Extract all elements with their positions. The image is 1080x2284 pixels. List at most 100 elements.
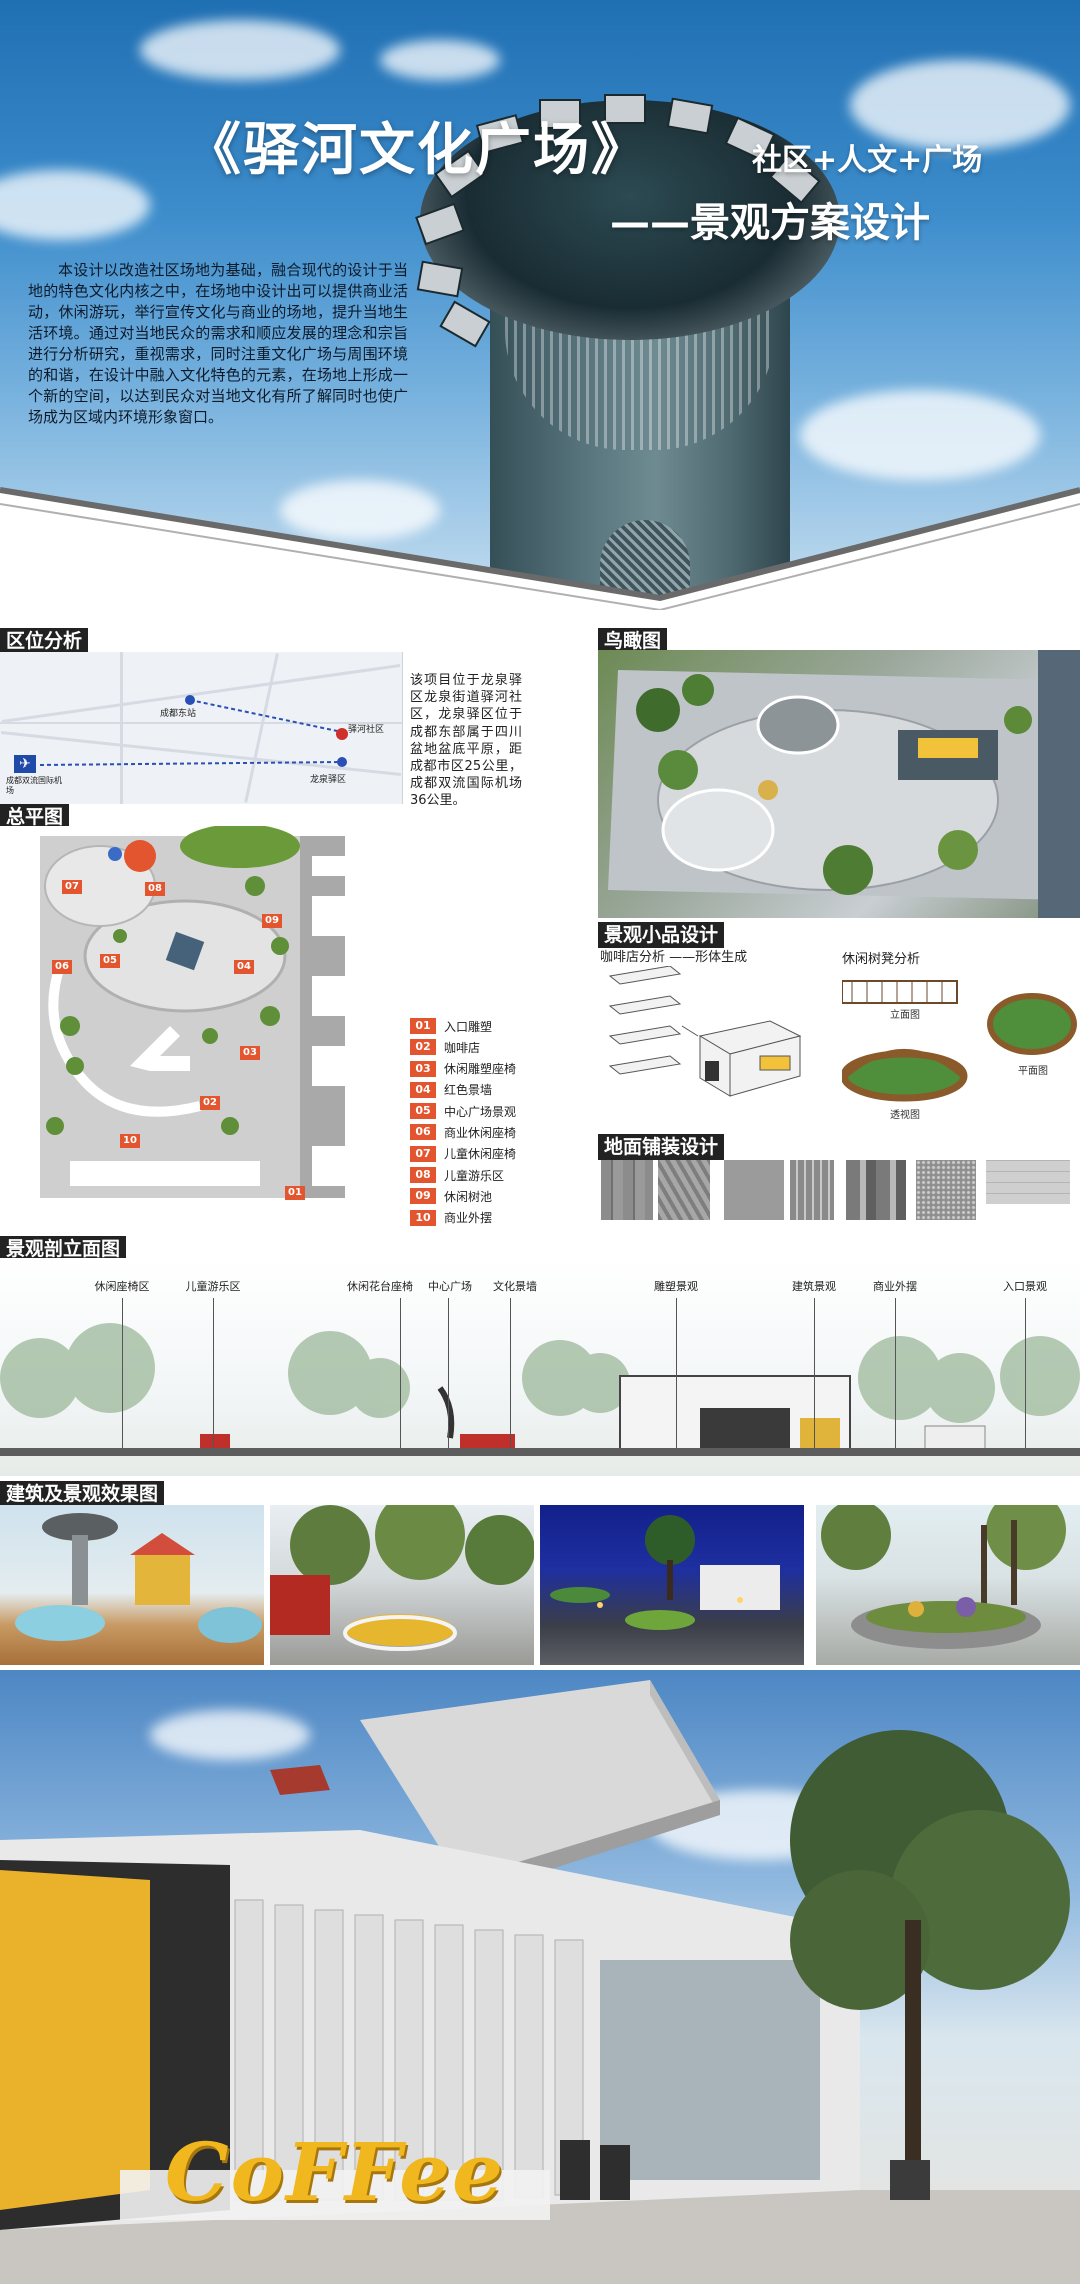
legend-label: 儿童游乐区 xyxy=(444,1168,505,1183)
legend-label: 儿童休闲座椅 xyxy=(444,1147,517,1162)
cafe-analysis-title: 咖啡店分析 ——形体生成 xyxy=(600,950,748,965)
legend-number: 01 xyxy=(410,1018,436,1034)
legend-number: 10 xyxy=(410,1209,436,1226)
plaza-render xyxy=(270,1505,534,1651)
elevation-label: 休闲花台座椅 xyxy=(347,1280,413,1293)
plan-tag-10: 10 xyxy=(120,1134,140,1148)
callout-line xyxy=(213,1298,214,1448)
section-label-furniture: 景观小品设计 xyxy=(598,922,725,948)
section-label-paving: 地面铺装设计 xyxy=(598,1134,725,1160)
cloud xyxy=(280,480,440,540)
plan-tag-08: 08 xyxy=(145,882,165,896)
hero-chevron xyxy=(0,487,1080,610)
map-label-longquan: 龙泉驿区 xyxy=(310,775,347,785)
elevation-label: 休闲座椅区 xyxy=(94,1280,150,1293)
render-tree-pool xyxy=(816,1505,1080,1665)
legend-label: 休闲雕塑座椅 xyxy=(444,1062,517,1077)
callout-line xyxy=(895,1298,896,1448)
plan-tag-03: 03 xyxy=(240,1046,260,1060)
location-description: 该项目位于龙泉驿区龙泉街道驿河社区，龙泉驿区位于成都东部属于四川盆地盆底平原，距… xyxy=(410,673,522,809)
map-routes xyxy=(39,695,348,767)
plan-tag-06: 06 xyxy=(52,960,72,974)
legend-number: 09 xyxy=(410,1188,436,1205)
section-label-aerial: 鸟瞰图 xyxy=(598,628,668,654)
section-elevation-image: 休闲座椅区 儿童游乐区 休闲花台座椅 中心广场 文化景墙 雕塑景观 建筑景观 商… xyxy=(0,1258,1080,1476)
elevation-label: 建筑景观 xyxy=(792,1280,836,1293)
paving-sample xyxy=(986,1160,1070,1204)
hero-banner: 《驿河文化广场》 社区+人文+广场 ——景观方案设计 本设计以改造社区场地为基础… xyxy=(0,0,1080,610)
plan-tag-04: 04 xyxy=(234,960,254,974)
plan-tag-02: 02 xyxy=(200,1096,220,1110)
night-render xyxy=(550,1515,780,1630)
callout-line xyxy=(814,1298,815,1448)
section-label-elevation: 景观剖立面图 xyxy=(0,1236,127,1262)
legend-label: 商业外摆 xyxy=(444,1211,493,1226)
cafe-building xyxy=(0,1680,1080,2284)
plan-caption: 平面图 xyxy=(1018,1066,1048,1077)
aerial-render xyxy=(608,650,1080,918)
aerial-view-image xyxy=(598,650,1080,918)
legend-item: 07 儿童休闲座椅 xyxy=(410,1144,600,1164)
coffee-sign: CoFFee xyxy=(165,2125,506,2219)
section-label-text: 地面铺装设计 xyxy=(604,1136,719,1158)
cafe-hero-render: CoFFee xyxy=(0,1670,1080,2284)
render-plaza xyxy=(270,1505,534,1665)
bench-analysis-title: 休闲树凳分析 xyxy=(842,952,921,967)
callout-line xyxy=(400,1298,401,1448)
map-label-yihe: 驿河社区 xyxy=(348,725,385,735)
section-label-text: 鸟瞰图 xyxy=(604,630,662,652)
cloud xyxy=(850,60,1070,150)
master-plan-drawing xyxy=(0,826,345,1208)
map-label-chengdu-east: 成都东站 xyxy=(160,709,197,719)
cloud xyxy=(140,20,340,80)
airport-icon: ✈ xyxy=(14,755,36,773)
plan-tag-05: 05 xyxy=(100,954,120,968)
intro-text-block: 本设计以改造社区场地为基础，融合现代的设计于当地的特色文化内核之中，在场地中设计… xyxy=(28,260,408,428)
legend-number: 06 xyxy=(410,1124,436,1141)
legend-item: 03 休闲雕塑座椅 xyxy=(410,1059,600,1079)
legend-number: 07 xyxy=(410,1145,436,1162)
legend-label: 红色景墙 xyxy=(444,1083,493,1098)
elevation-drawing xyxy=(0,1323,1080,1456)
legend-number: 02 xyxy=(410,1039,436,1056)
cafe-form-diagram xyxy=(608,966,802,1097)
plan-tag-09: 09 xyxy=(262,914,282,928)
paving-sample xyxy=(846,1160,906,1220)
section-label-text: 区位分析 xyxy=(6,630,83,652)
legend-number: 03 xyxy=(410,1060,436,1077)
elevation-label: 中心广场 xyxy=(428,1280,472,1293)
paving-sample xyxy=(601,1160,653,1220)
section-label-text: 景观剖立面图 xyxy=(6,1238,121,1260)
legend-item: 05 中心广场景观 xyxy=(410,1101,600,1121)
elevation-caption: 立面图 xyxy=(890,1010,920,1021)
elevation-label: 商业外摆 xyxy=(873,1280,917,1293)
elevation-label: 文化景墙 xyxy=(493,1280,537,1293)
location-map: ✈ 成都东站 驿河社区 龙泉驿区 成都双流国际机场 xyxy=(0,652,403,804)
legend-label: 咖啡店 xyxy=(444,1040,481,1055)
legend-number: 05 xyxy=(410,1103,436,1120)
perspective-caption: 透视图 xyxy=(890,1110,920,1121)
section-label-renders: 建筑及景观效果图 xyxy=(0,1481,165,1507)
tower-cabins xyxy=(415,94,821,348)
page-subtitle-design: ——景观方案设计 xyxy=(610,200,930,246)
paving-sample xyxy=(790,1160,834,1220)
paving-sample xyxy=(916,1160,976,1220)
section-label-master-plan: 总平图 xyxy=(0,804,70,830)
elevation-label: 入口景观 xyxy=(1003,1280,1047,1293)
callout-line xyxy=(676,1298,677,1448)
cloud xyxy=(150,1710,310,1760)
render-playground xyxy=(0,1505,264,1665)
section-label-text: 总平图 xyxy=(6,806,64,828)
cloud xyxy=(380,40,500,80)
section-label-text: 建筑及景观效果图 xyxy=(6,1483,159,1505)
cloud xyxy=(800,390,1040,480)
legend-label: 中心广场景观 xyxy=(444,1104,517,1119)
playground-render xyxy=(15,1513,262,1643)
elevation-label: 儿童游乐区 xyxy=(185,1280,241,1293)
callout-line xyxy=(1025,1298,1026,1448)
page-title: 《驿河文化广场》 xyxy=(185,118,649,183)
